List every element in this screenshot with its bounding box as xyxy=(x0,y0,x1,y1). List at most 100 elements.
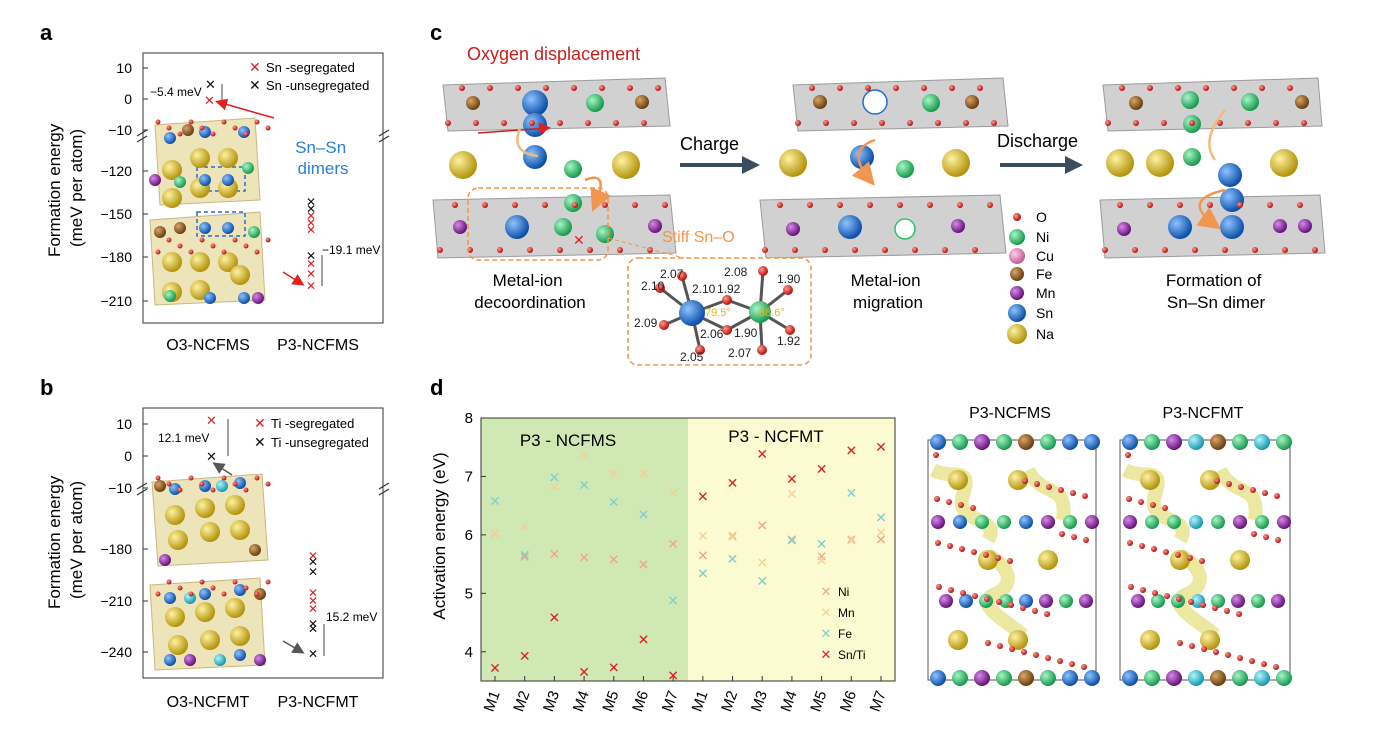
mn-atom xyxy=(1273,219,1287,233)
o-atom xyxy=(210,487,216,493)
sn-atom xyxy=(199,174,211,186)
o-atom xyxy=(199,237,205,243)
o-atom xyxy=(1046,484,1052,490)
data-point-ni: ✕ xyxy=(845,532,857,548)
mn-atom xyxy=(1039,594,1053,608)
o-atom xyxy=(942,247,948,253)
o-atom xyxy=(823,120,829,126)
svg-text:✕: ✕ xyxy=(308,594,318,608)
o-atom xyxy=(1192,247,1198,253)
o-atom xyxy=(1071,534,1077,540)
ni-atom xyxy=(1040,670,1056,686)
chart-marks: ✕✕✕✕✕✕✕✕✕✕✕✕✕✕✕✕✕✕✕✕✕✕✕✕✕✕✕✕✕✕✕✕✕✕✕✕✕✕✕✕… xyxy=(489,439,887,684)
o-atom xyxy=(199,481,205,487)
o-atom xyxy=(959,546,965,552)
ni-atom xyxy=(1063,515,1077,529)
o-atom xyxy=(210,585,216,591)
o-atom xyxy=(949,85,955,91)
ti-atom xyxy=(214,654,226,666)
o-atom xyxy=(155,119,161,125)
pointer-arrow xyxy=(282,640,305,654)
svg-text:1.90: 1.90 xyxy=(734,326,758,340)
y-tick-label: 4 xyxy=(465,644,473,661)
legend-seg-label: Ti -segregated xyxy=(271,416,354,431)
ni-atom xyxy=(586,94,604,112)
na-atom xyxy=(1200,630,1220,650)
o-atom xyxy=(1125,452,1131,458)
data-point-mn: ✕ xyxy=(697,528,709,544)
o-atom xyxy=(1273,664,1279,670)
o-atom xyxy=(482,202,488,208)
o-atom xyxy=(1128,584,1134,590)
panel-a-ylabel: Formation energy (meV per atom) xyxy=(45,119,86,257)
data-point-ni: ✕ xyxy=(816,549,828,565)
fe-atom xyxy=(466,96,480,110)
data-point-sn-ti: ✕ xyxy=(489,660,501,676)
o-atom xyxy=(1164,593,1170,599)
panel-a: a 10 0 −10 −120 −150 −180 −210 Formation… xyxy=(40,20,390,354)
o-atom xyxy=(243,243,249,249)
na-atom xyxy=(168,635,188,655)
svg-text:Na: Na xyxy=(1036,326,1054,342)
o-atom xyxy=(188,475,194,481)
caption-decoordination: Metal-ion decoordination xyxy=(474,271,586,312)
o-atom xyxy=(1201,646,1207,652)
o-atom xyxy=(958,502,964,508)
mn-atom xyxy=(1041,515,1055,529)
o-atom xyxy=(865,85,871,91)
sn-atom xyxy=(838,215,862,239)
x-tick-label: M4 xyxy=(778,689,801,714)
migration-arrow xyxy=(1208,109,1226,161)
chart-frame xyxy=(480,417,896,682)
structure-box-ncfmt xyxy=(1119,439,1291,681)
ni-atom xyxy=(1059,594,1073,608)
o-atom xyxy=(997,643,1003,649)
decoordination-box xyxy=(467,187,609,261)
region-label-ncfms: P3 - NCFMS xyxy=(520,431,616,450)
panel-c-letter: c xyxy=(430,20,442,45)
na-atom xyxy=(225,598,245,618)
structure-atoms xyxy=(929,434,1292,686)
ti-atom xyxy=(1188,670,1204,686)
o-atom xyxy=(641,120,647,126)
x-tick-label: M1 xyxy=(481,689,504,714)
sn-atom xyxy=(1062,434,1078,450)
o-atom xyxy=(935,120,941,126)
o-atom xyxy=(1187,555,1193,561)
o-atom xyxy=(221,591,227,597)
sn-atom xyxy=(199,222,211,234)
o-atom xyxy=(893,85,899,91)
p3-markers: ✕✕ ✕✕ ✕✕ ✕✕ ✕ xyxy=(308,549,318,661)
migration-arrow xyxy=(1196,188,1226,230)
ytick: −180 xyxy=(100,249,132,265)
data-point-sn-ti: ✕ xyxy=(638,632,650,648)
ni-atom xyxy=(952,434,968,450)
data-point-sn-ti: ✕ xyxy=(667,668,679,684)
svg-text:2.05: 2.05 xyxy=(680,350,704,364)
ti-atom xyxy=(1254,434,1270,450)
data-point-mn: ✕ xyxy=(667,485,679,501)
o-atom xyxy=(1189,120,1195,126)
data-point-mn: ✕ xyxy=(578,447,590,463)
ti-atom xyxy=(1254,670,1270,686)
data-point-mn: ✕ xyxy=(727,529,739,545)
fe-atom xyxy=(1210,434,1226,450)
bond-detail-box xyxy=(627,257,812,366)
x-tick-label: M5 xyxy=(599,689,622,714)
migration-arrow xyxy=(584,176,612,212)
o-atom xyxy=(1203,85,1209,91)
data-point-fe: ✕ xyxy=(875,509,887,525)
mn-atom xyxy=(648,219,662,233)
o-atom xyxy=(232,481,238,487)
annot-top: −5.4 meV xyxy=(150,85,202,99)
y-tick-label: 8 xyxy=(465,410,473,427)
mn-atom xyxy=(786,222,800,236)
o-atom xyxy=(459,85,465,91)
ni-atom xyxy=(248,226,260,238)
o-atom xyxy=(1127,540,1133,546)
svg-text:Ni: Ni xyxy=(1036,229,1049,245)
ni-atom xyxy=(1144,670,1160,686)
sn-atom xyxy=(234,649,246,661)
ni-atom xyxy=(1255,515,1269,529)
